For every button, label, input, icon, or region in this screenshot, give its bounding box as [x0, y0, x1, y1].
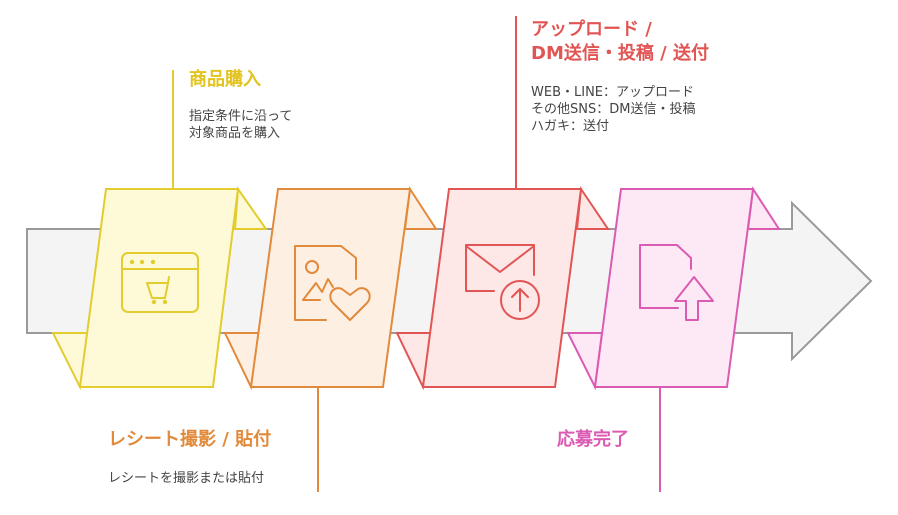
step-upload-title-1: アップロード / [531, 19, 652, 40]
step-receipt-title: レシート撮影 / 貼付 [108, 429, 272, 450]
step-upload-card [395, 186, 610, 391]
step-receipt-desc-1: レシートを撮影または貼付 [108, 471, 265, 486]
step-complete-card [566, 186, 781, 391]
web-cart-icon [121, 252, 199, 313]
step-upload-title-2: DM送信・投稿 / 送付 [531, 43, 709, 64]
step-upload-desc-1: WEB・LINE：アップロード [531, 85, 695, 100]
step-purchase-card [51, 186, 268, 391]
mail-upload-icon [465, 244, 540, 320]
step-upload-desc-3: ハガキ：送付 [531, 119, 610, 134]
step-complete-title: 応募完了 [557, 429, 629, 450]
step-receipt-card [223, 186, 438, 391]
image-heart-icon [294, 245, 371, 321]
step-upload-desc-2: その他SNS：DM送信・投稿 [531, 102, 696, 117]
step-purchase-title: 商品購入 [189, 69, 261, 90]
step-purchase-text: 商品購入 指定条件に沿って 対象商品を購入 [189, 68, 292, 142]
step-receipt-desc-wrap: レシートを撮影または貼付 [108, 470, 264, 487]
step-purchase-desc-2: 対象商品を購入 [189, 126, 281, 141]
step-upload-text: アップロード / DM送信・投稿 / 送付 WEB・LINE：アップロード その… [531, 18, 709, 135]
step-complete-text: 応募完了 [557, 428, 629, 452]
file-upload-icon [639, 244, 714, 321]
step-receipt-text: レシート撮影 / 貼付 [108, 428, 271, 452]
step-purchase-desc-1: 指定条件に沿って [189, 109, 293, 124]
